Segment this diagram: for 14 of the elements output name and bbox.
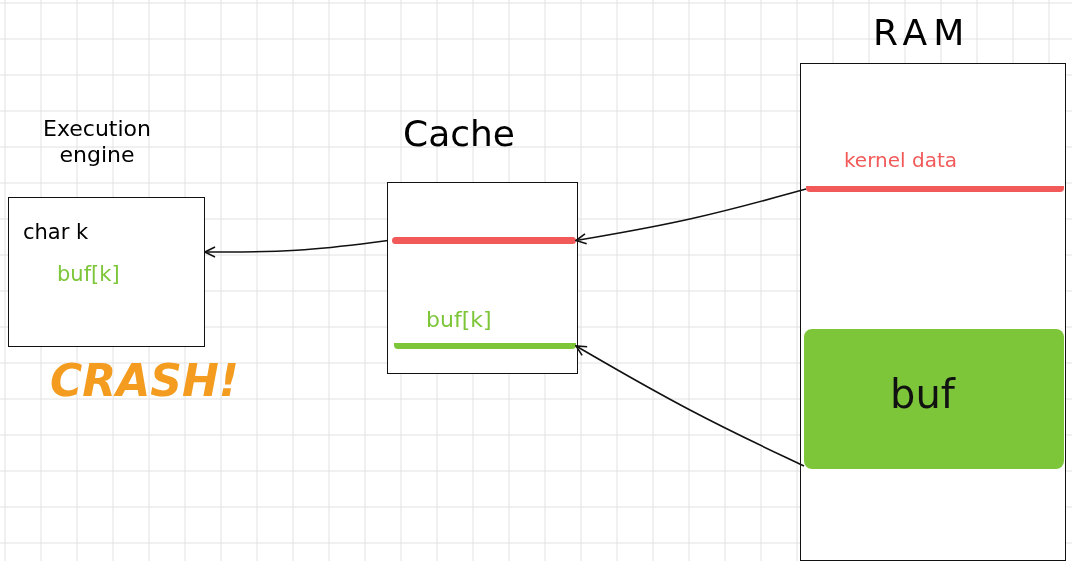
warning-text: CRASH! [50,355,239,406]
code-text: buf[k] [57,262,120,286]
box-title: Execution engine [42,116,152,169]
memory-block [804,329,1064,469]
arrow [204,239,389,258]
box-title: RAM [873,12,971,53]
arrow [575,188,807,245]
cache-line-bar [392,237,576,244]
block-label: buf [890,371,955,417]
box-title: Cache [403,113,515,154]
cache-line-label: buf[k] [426,307,492,332]
code-text: char k [23,220,89,244]
arrow [575,345,805,467]
memory-line-label: kernel data [844,148,957,172]
